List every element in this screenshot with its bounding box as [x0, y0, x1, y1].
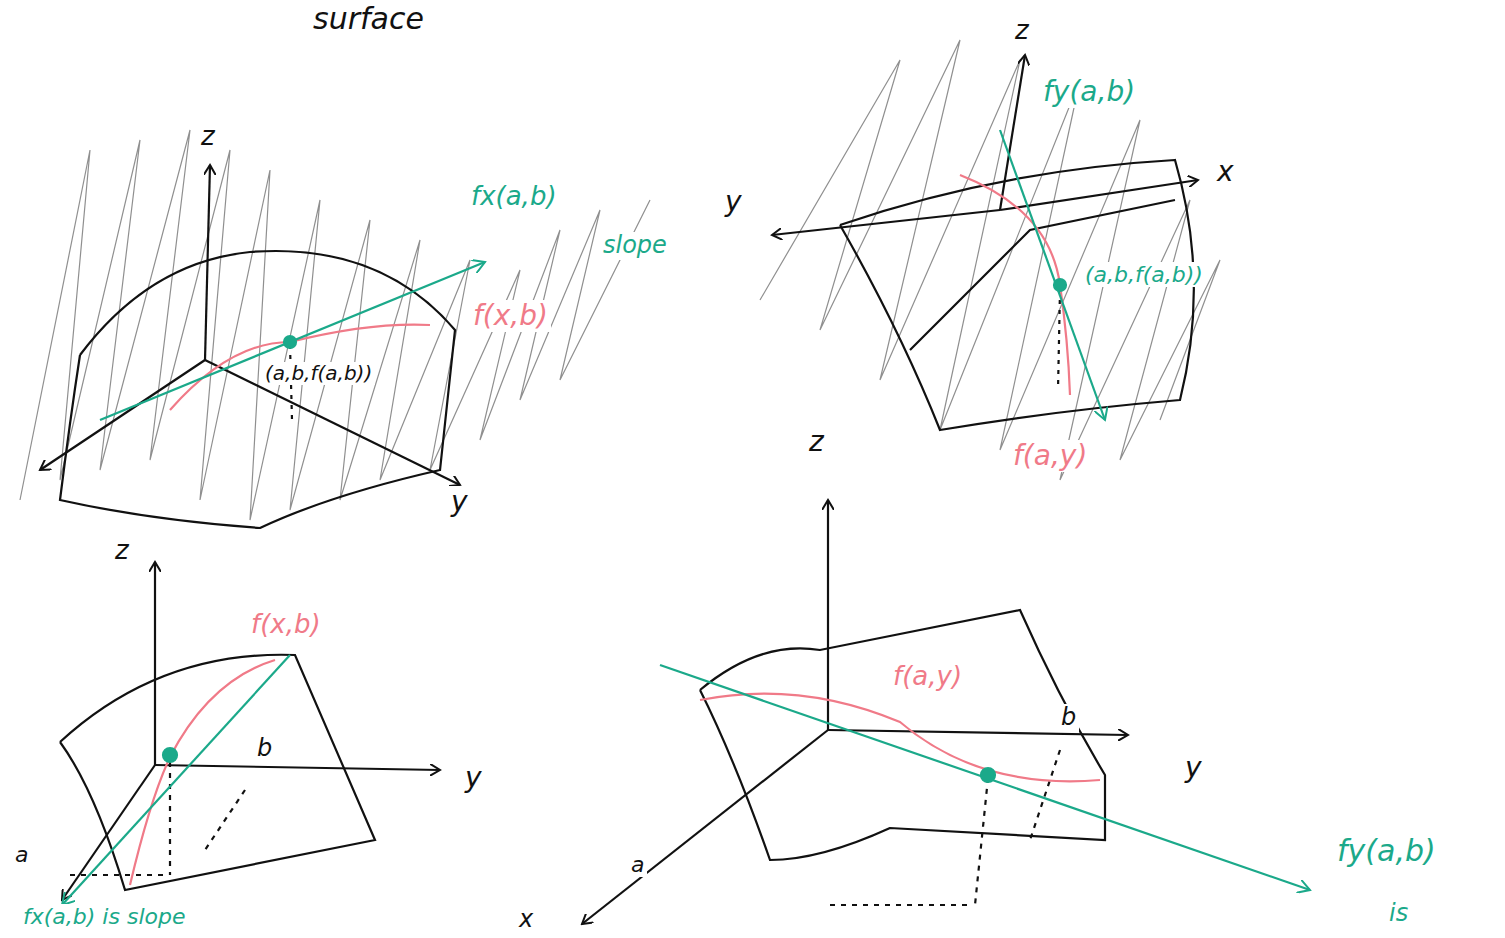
axis-label: y — [448, 486, 471, 518]
scribble — [760, 40, 1220, 480]
point-label: (a,b,f(a,b)) — [262, 362, 375, 385]
curve-label: f(a,y) — [1010, 440, 1090, 472]
axis-label: y — [1182, 752, 1205, 784]
axis-label: y — [722, 186, 745, 218]
axis-label: z — [1012, 16, 1032, 46]
derivative-label: fy(a,b) — [1334, 834, 1439, 869]
derivative-label: fx(a,b) — [468, 182, 560, 212]
curve-label: f(x,b) — [470, 300, 551, 332]
point-label: (a,b,f(a,b)) — [1082, 262, 1206, 287]
axis-label: x — [1214, 156, 1237, 188]
panel-top-left — [40, 165, 485, 528]
derivative-label: fy(a,b) — [1040, 76, 1138, 108]
note: slope — [600, 232, 670, 260]
scribble — [20, 130, 650, 520]
note: fx(a,b) is slope — [20, 904, 188, 929]
curve-label: f(a,y) — [890, 662, 965, 692]
axis-label: b — [254, 735, 275, 763]
title-word: surface — [310, 2, 427, 37]
axis-label: z — [806, 426, 827, 458]
axis-label: z — [112, 536, 132, 566]
axis-label: z — [198, 122, 218, 152]
axis-label: a — [12, 842, 31, 867]
axis-label: y — [462, 762, 485, 794]
panel-bottom-left — [60, 562, 440, 905]
axis-label: a — [628, 852, 647, 877]
curve-label: f(x,b) — [248, 610, 324, 640]
axis-label: x — [516, 906, 536, 934]
axis-label: b — [1058, 704, 1079, 732]
note: is — [1386, 900, 1411, 928]
panel-bottom-right — [582, 500, 1310, 924]
panel-top-right — [772, 55, 1198, 430]
